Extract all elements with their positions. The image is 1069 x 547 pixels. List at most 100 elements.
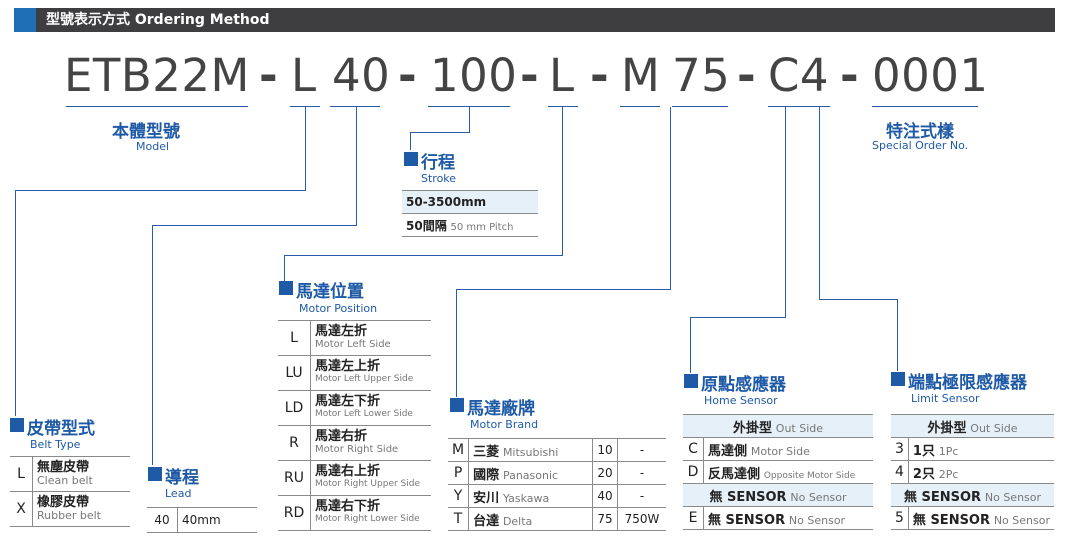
underline [872,106,978,107]
connector [897,299,898,371]
connector [410,132,470,133]
connector [819,299,897,300]
connector [305,107,306,190]
underline [330,106,380,107]
page-title: 型號表示方式 Ordering Method [46,12,270,28]
bullet-square [148,467,162,481]
code-part-lead: 40 [332,49,391,102]
code-part-motor-brand: M [621,49,661,102]
belt-subtitle: Belt Type [30,438,81,451]
motor-brand-table: M 三菱 Mitsubishi 10 - P 國際 Panasonic 20 -… [448,438,666,531]
table-row: 4 2只 2Pc [891,460,1054,484]
connector [15,190,306,191]
table-row: 5 無 SENSOR No Sensor [891,506,1054,530]
connector [152,225,153,465]
connector [410,132,411,150]
underline [672,106,728,107]
bullet-square [891,372,905,386]
table-row: 50間隔 50 mm Pitch [402,213,538,237]
code-separator: - [259,49,279,102]
header-bar [14,8,1055,32]
limit-sensor-title: 端點極限感應器 [908,373,1027,393]
bullet-square [404,152,418,166]
table-row: 無 SENSOR No Sensor [683,483,873,507]
table-row: 無 SENSOR No Sensor [891,483,1054,507]
table-row: E 無 SENSOR No Sensor [683,506,873,530]
home-sensor-table: 外掛型 Out Side C 馬達側 Motor Side D 反馬達側 Opp… [683,414,873,530]
underline [548,106,578,107]
bullet-square [279,281,293,295]
model-subtitle: Model [136,140,170,153]
code-part-special: 0001 [872,49,989,102]
connector [690,317,786,318]
stroke-range: 50-3500mm [402,190,538,214]
motor-position-title: 馬達位置 [296,282,364,302]
table-row: M 三菱 Mitsubishi 10 - [448,438,666,462]
code-part-motor-power: 75 [672,49,731,102]
code-separator: - [840,49,860,102]
home-sensor-title: 原點感應器 [701,375,786,395]
code-separator: - [520,49,540,102]
motor-brand-subtitle: Motor Brand [470,418,539,431]
special-title: 特注式樣 [886,122,954,142]
underline [66,106,248,107]
table-row: D 反馬達側 Opposite Motor Side [683,460,873,484]
underline [620,106,660,107]
stroke-subtitle: Stroke [421,172,457,185]
code-part-belt: L [291,49,317,102]
table-row: C 馬達側 Motor Side [683,437,873,461]
code-separator: - [737,49,757,102]
code-part-model: ETB22M [64,49,250,102]
belt-title: 皮帶型式 [27,419,95,439]
table-row: T 台達 Delta 75 750W [448,507,666,531]
table-row: 外掛型 Out Side [683,414,873,438]
lead-title: 導程 [165,468,199,488]
motor-position-subtitle: Motor Position [299,302,378,315]
bullet-square [684,374,698,388]
lead-subtitle: Lead [165,487,192,500]
table-row: P 國際 Panasonic 20 - [448,461,666,485]
table-row: 外掛型 Out Side [891,414,1054,438]
connector [284,255,563,256]
lead-table: 40 40mm [147,507,257,533]
underline [768,106,830,107]
connector [690,317,691,373]
table-row: 40 40mm [147,507,257,533]
bullet-square [10,418,24,432]
underline [428,106,510,107]
table-row: Y 安川 Yaskawa 40 - [448,484,666,508]
connector [785,107,786,317]
stroke-table: 50-3500mm 50間隔 50 mm Pitch [402,190,538,237]
code-separator: - [590,49,610,102]
motor-brand-title: 馬達廠牌 [467,399,535,419]
connector [562,107,563,255]
bullet-square [450,398,464,412]
limit-sensor-subtitle: Limit Sensor [911,392,980,405]
connector [456,289,671,290]
connector [819,107,820,299]
code-separator: - [398,49,418,102]
connector [284,255,285,281]
stroke-pitch: 50間隔 50 mm Pitch [402,213,538,237]
code-part-sensor: C4 [768,49,830,102]
connector [356,107,357,225]
table-row: 50-3500mm [402,190,538,214]
code-part-motor-position: L [549,49,575,102]
home-sensor-subtitle: Home Sensor [704,394,778,407]
underline [290,106,320,107]
special-subtitle: Special Order No. [872,139,969,152]
connector [670,107,671,289]
connector [469,107,470,132]
connector [15,190,16,416]
stroke-title: 行程 [421,153,455,173]
connector [456,289,457,397]
code-part-stroke: 100 [430,49,518,102]
